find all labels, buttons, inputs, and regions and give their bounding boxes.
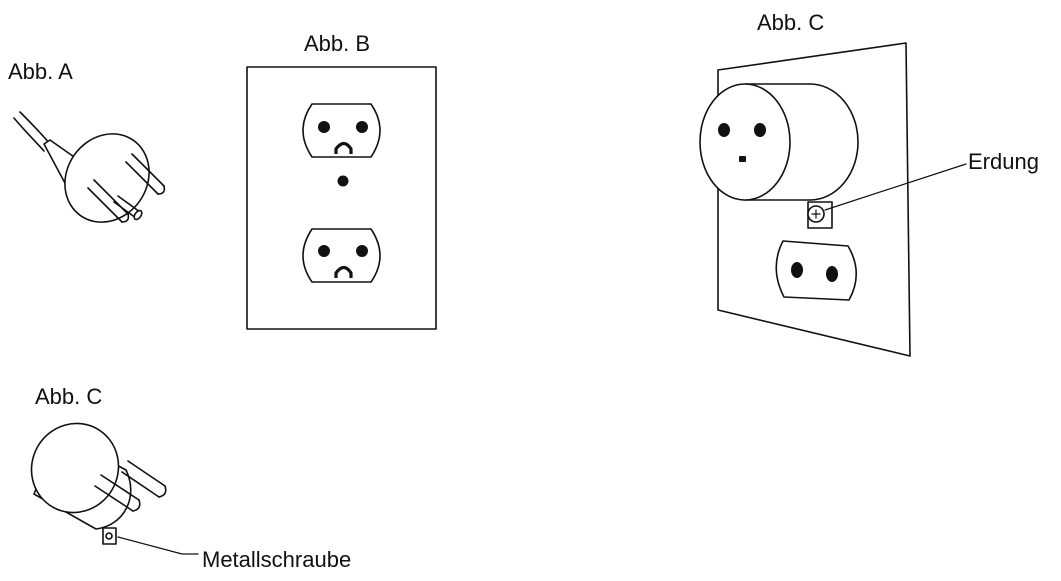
plug-c-prong [94, 485, 134, 512]
plug-a-prong [87, 187, 123, 223]
outlet-b-slot [356, 245, 368, 257]
erdung-callout-label: Erdung [968, 149, 1039, 174]
plug-a-prong [125, 161, 159, 195]
figure-c-plug: Abb. C Metallschraube [30, 384, 351, 572]
outlet-c-receptacle [775, 240, 858, 301]
plug-c-face [30, 422, 120, 514]
plug-c-prong [100, 474, 140, 501]
plug-a-face [64, 133, 150, 223]
outlet-c-receptacle-slot [791, 262, 803, 278]
plug-a-ground-pin [117, 195, 141, 213]
plug-a-cord-line [13, 117, 45, 152]
outlet-c-adapter-hole [718, 123, 730, 137]
outlet-b-ground-hole [334, 141, 353, 154]
figure-a-plug-drawing [13, 111, 166, 223]
plug-a-prong [121, 213, 130, 223]
figure-a: Abb. A [8, 59, 166, 223]
outlet-c-ground-screw [807, 201, 833, 229]
figure-b-label: Abb. B [304, 31, 370, 56]
figure-a-label: Abb. A [8, 59, 73, 84]
plug-a-ground-pin [133, 209, 143, 221]
plug-c-screw-hole [105, 532, 113, 540]
plug-a-prong [157, 185, 166, 195]
figure-c-outlet-label: Abb. C [757, 10, 824, 35]
plug-a-cord-line [19, 111, 51, 145]
figure-c-outlet: Abb. C Erdung [699, 10, 1039, 357]
outlet-b-slot [318, 245, 330, 257]
plug-a-prong [131, 153, 165, 187]
erdung-callout-line [824, 163, 967, 211]
plug-c-prong [132, 499, 141, 512]
metallschraube-callout-line [117, 536, 199, 555]
plug-c-prong [127, 460, 166, 487]
outlet-c-receptacle-slot [826, 266, 838, 282]
plug-a-ground-pin [113, 201, 137, 219]
outlet-c-adapter [699, 83, 859, 201]
plug-c-drawing [30, 422, 167, 545]
outlet-c-adapter-hole [754, 123, 766, 137]
outlet-b-slot [356, 121, 368, 133]
figure-c-plug-label: Abb. C [35, 384, 102, 409]
plug-c-prong [158, 485, 167, 498]
outlet-b-receptacle-top [302, 103, 381, 158]
outlet-b-center-screw [337, 175, 349, 187]
figure-b: Abb. B [246, 31, 437, 330]
outlet-b-ground-hole [334, 265, 353, 278]
outlet-b-receptacle-bottom [302, 228, 381, 283]
plug-c-prong [121, 471, 160, 498]
outlet-c-adapter-ground-hole [739, 156, 746, 162]
metallschraube-callout-label: Metallschraube [202, 547, 351, 572]
outlet-b-receptacle-face [302, 103, 381, 158]
outlet-b-receptacle-face [302, 228, 381, 283]
outlet-b-slot [318, 121, 330, 133]
outlet-c-receptacle-face [775, 240, 858, 301]
outlet-c-adapter-face [699, 83, 791, 201]
